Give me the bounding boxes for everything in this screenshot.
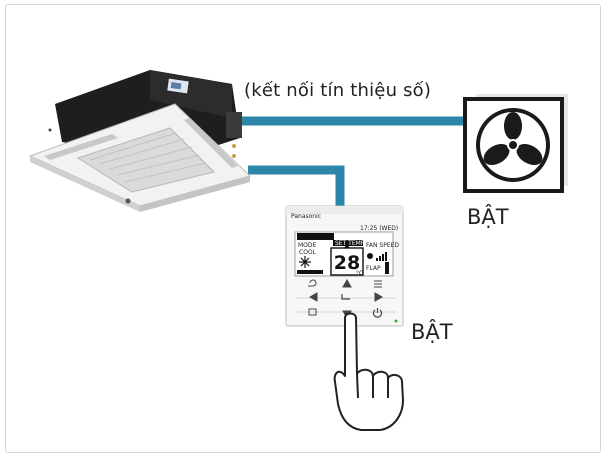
remote-controller: Panasonic 17:25 (WED) SET TEMP MODE COOL…	[285, 205, 404, 327]
cable-to-remote	[248, 165, 345, 212]
snowflake-icon	[299, 256, 311, 268]
remote-brand: Panasonic	[291, 213, 321, 220]
set-temp-value: 28	[334, 252, 360, 274]
power-icon[interactable]	[372, 308, 383, 318]
cassette-indoor-unit	[28, 70, 251, 212]
mode-value: COOL	[299, 249, 317, 256]
timer-icon[interactable]	[308, 308, 317, 316]
left-button[interactable]	[308, 292, 318, 302]
outdoor-fan-unit	[463, 94, 568, 193]
flap-label: FLAP	[366, 265, 381, 272]
fan-speed-icon	[367, 252, 387, 261]
fan-status-label: BẬT	[467, 205, 509, 229]
back-icon[interactable]	[308, 279, 317, 287]
enter-icon[interactable]	[341, 294, 350, 300]
power-led	[394, 319, 398, 323]
menu-icon[interactable]	[374, 280, 382, 288]
temp-unit: °C	[356, 270, 363, 277]
fan-speed-label: FAN SPEED	[366, 242, 399, 249]
signal-cables	[236, 116, 463, 212]
pointing-hand-icon	[333, 312, 404, 431]
fan-icon	[476, 108, 550, 182]
remote-status-label: BẬT	[411, 320, 453, 344]
set-temp-label: SET TEMP	[335, 240, 365, 247]
right-button[interactable]	[374, 292, 384, 302]
connection-label: (kết nối tín thiệu số)	[244, 80, 432, 101]
remote-clock: 17:25 (WED)	[360, 225, 398, 232]
mode-label: MODE	[298, 242, 317, 249]
up-button[interactable]	[342, 278, 352, 288]
